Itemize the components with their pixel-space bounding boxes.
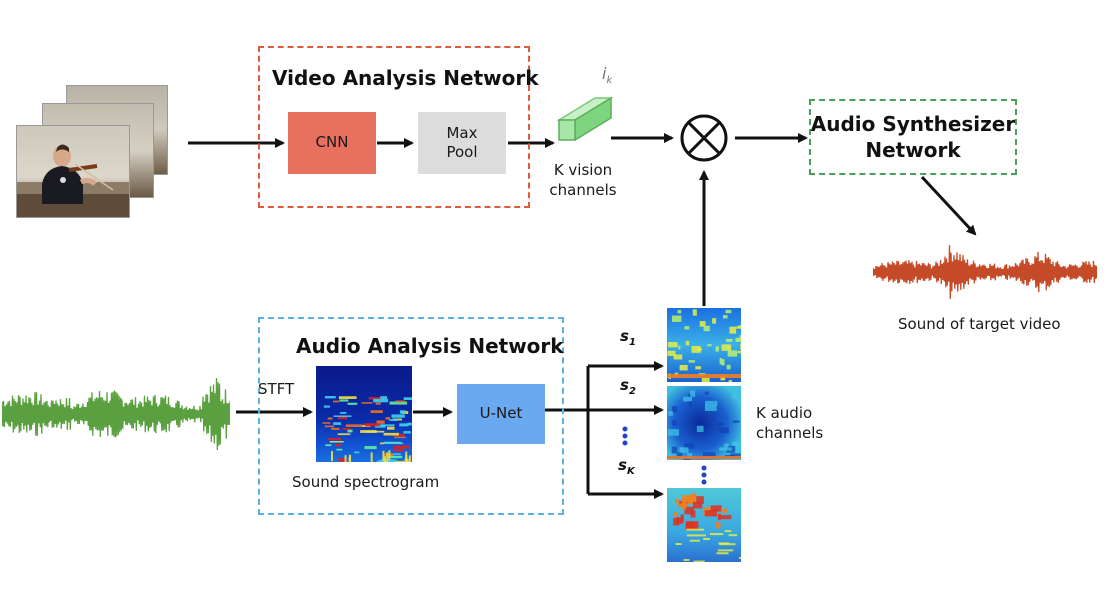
- audio-synthesizer-title-line2: Network: [865, 138, 961, 162]
- ellipsis-dot: [622, 426, 628, 432]
- stft-label: STFT: [258, 380, 295, 398]
- sound-spectrogram-image: [316, 366, 412, 462]
- audio-channel-map-2: [667, 386, 741, 460]
- multiply-operator-icon: [680, 114, 728, 162]
- maxpool-label-line1: Max: [446, 123, 478, 142]
- audio-channel-map-k: [667, 488, 741, 562]
- vision-channel-block: [556, 96, 614, 142]
- audio-analysis-network-title: Audio Analysis Network: [296, 334, 564, 358]
- output-waveform: [873, 245, 1097, 299]
- ellipsis-dot: [701, 472, 707, 478]
- target-sound-label: Sound of target video: [898, 315, 1061, 333]
- audio-analysis-network-box: [258, 317, 564, 515]
- audio-synthesizer-title-line1: Audio Synthesizer: [810, 112, 1016, 136]
- video-analysis-network-title: Video Analysis Network: [272, 66, 539, 90]
- violinist-image: [17, 144, 129, 217]
- s1-label: s1: [620, 327, 636, 348]
- audio-synthesizer-network-box: Audio Synthesizer Network: [809, 99, 1017, 175]
- sound-spectrogram-label: Sound spectrogram: [292, 473, 440, 491]
- maxpool-block: Max Pool: [418, 112, 506, 174]
- ellipsis-dot: [622, 440, 628, 446]
- video-frame-front: [16, 125, 130, 218]
- audio-channels-label: K audio channels: [756, 404, 824, 443]
- unet-block: U-Net: [457, 384, 545, 444]
- unet-label: U-Net: [479, 404, 523, 423]
- cnn-label: CNN: [315, 133, 349, 152]
- vision-channel-symbol: ik: [602, 64, 613, 87]
- video-frames-stack: [16, 85, 168, 218]
- cnn-block: CNN: [288, 112, 376, 174]
- sk-label: sK: [618, 456, 635, 477]
- maxpool-label-line2: Pool: [446, 143, 478, 161]
- input-waveform: [2, 377, 230, 451]
- arrow-synth-to-output: [920, 175, 977, 236]
- video-analysis-network-box: [258, 46, 530, 208]
- branch-connector: [545, 366, 590, 494]
- s2-label: s2: [620, 376, 636, 397]
- vision-channels-label: K vision channels: [549, 161, 617, 200]
- ellipsis-dot: [701, 479, 707, 485]
- audio-channel-map-1: [667, 308, 741, 382]
- ellipsis-dot: [701, 465, 707, 471]
- ellipsis-dot: [622, 433, 628, 439]
